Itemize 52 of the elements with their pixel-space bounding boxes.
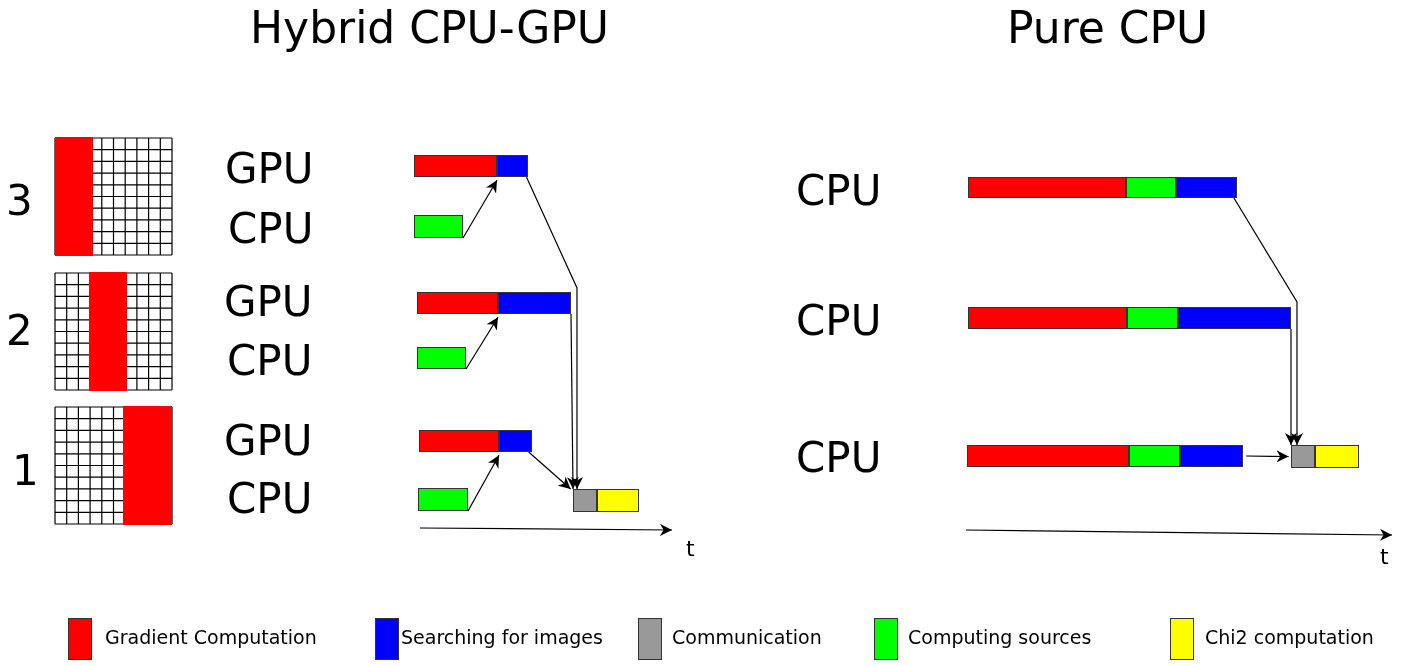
- search-bar: [499, 430, 532, 452]
- search-bar: [1180, 445, 1243, 467]
- legend-label: Searching for images: [401, 628, 603, 647]
- row-number: 3: [6, 180, 33, 222]
- legend-label: Chi2 computation: [1205, 628, 1374, 647]
- chi2-bar: [597, 489, 639, 512]
- search-bar: [1178, 307, 1291, 329]
- communication-bar: [1291, 445, 1315, 468]
- legend-label: Gradient Computation: [105, 628, 317, 647]
- search-bar: [1176, 177, 1237, 198]
- arrow: [1285, 328, 1297, 446]
- processor-label: CPU: [228, 208, 314, 250]
- search-bar: [498, 292, 571, 314]
- arrow: [1245, 450, 1290, 463]
- processor-label: CPU: [796, 170, 882, 212]
- processor-label: CPU: [796, 437, 882, 479]
- row-number: 1: [12, 450, 39, 492]
- sources-bar: [414, 215, 463, 238]
- axis-label: t: [686, 538, 695, 560]
- sources-bar: [417, 347, 466, 369]
- processor-label: CPU: [796, 300, 882, 342]
- search-bar: [497, 155, 528, 177]
- processor-label: CPU: [227, 340, 313, 382]
- arrow: [566, 313, 579, 490]
- processor-label: GPU: [225, 148, 314, 190]
- arrow: [462, 179, 498, 239]
- gradient-bar: [967, 445, 1129, 467]
- panel-heading: Pure CPU: [1007, 6, 1209, 50]
- processor-label: GPU: [224, 281, 313, 323]
- gradient-bar: [414, 155, 497, 177]
- arrow: [528, 451, 572, 490]
- gradient-bar: [419, 430, 499, 452]
- sources-bar: [418, 488, 468, 511]
- processor-label: GPU: [224, 420, 313, 462]
- sources-bar: [1126, 177, 1176, 198]
- arrow: [467, 454, 500, 512]
- processor-label: CPU: [227, 478, 313, 520]
- sources-bar: [1129, 445, 1180, 467]
- gradient-bar: [968, 177, 1126, 198]
- panel-heading: Hybrid CPU-GPU: [250, 6, 610, 50]
- legend-label: Computing sources: [908, 628, 1092, 647]
- row-number: 2: [6, 310, 33, 352]
- axis-label: t: [1380, 546, 1389, 568]
- arrow: [465, 316, 499, 370]
- legend-label: Communication: [672, 628, 822, 647]
- arrow: [1233, 197, 1303, 446]
- chi2-bar: [1315, 445, 1359, 468]
- communication-bar: [573, 489, 597, 512]
- gradient-bar: [417, 292, 498, 314]
- sources-bar: [1127, 307, 1178, 329]
- arrow: [525, 176, 583, 490]
- gradient-bar: [968, 307, 1127, 329]
